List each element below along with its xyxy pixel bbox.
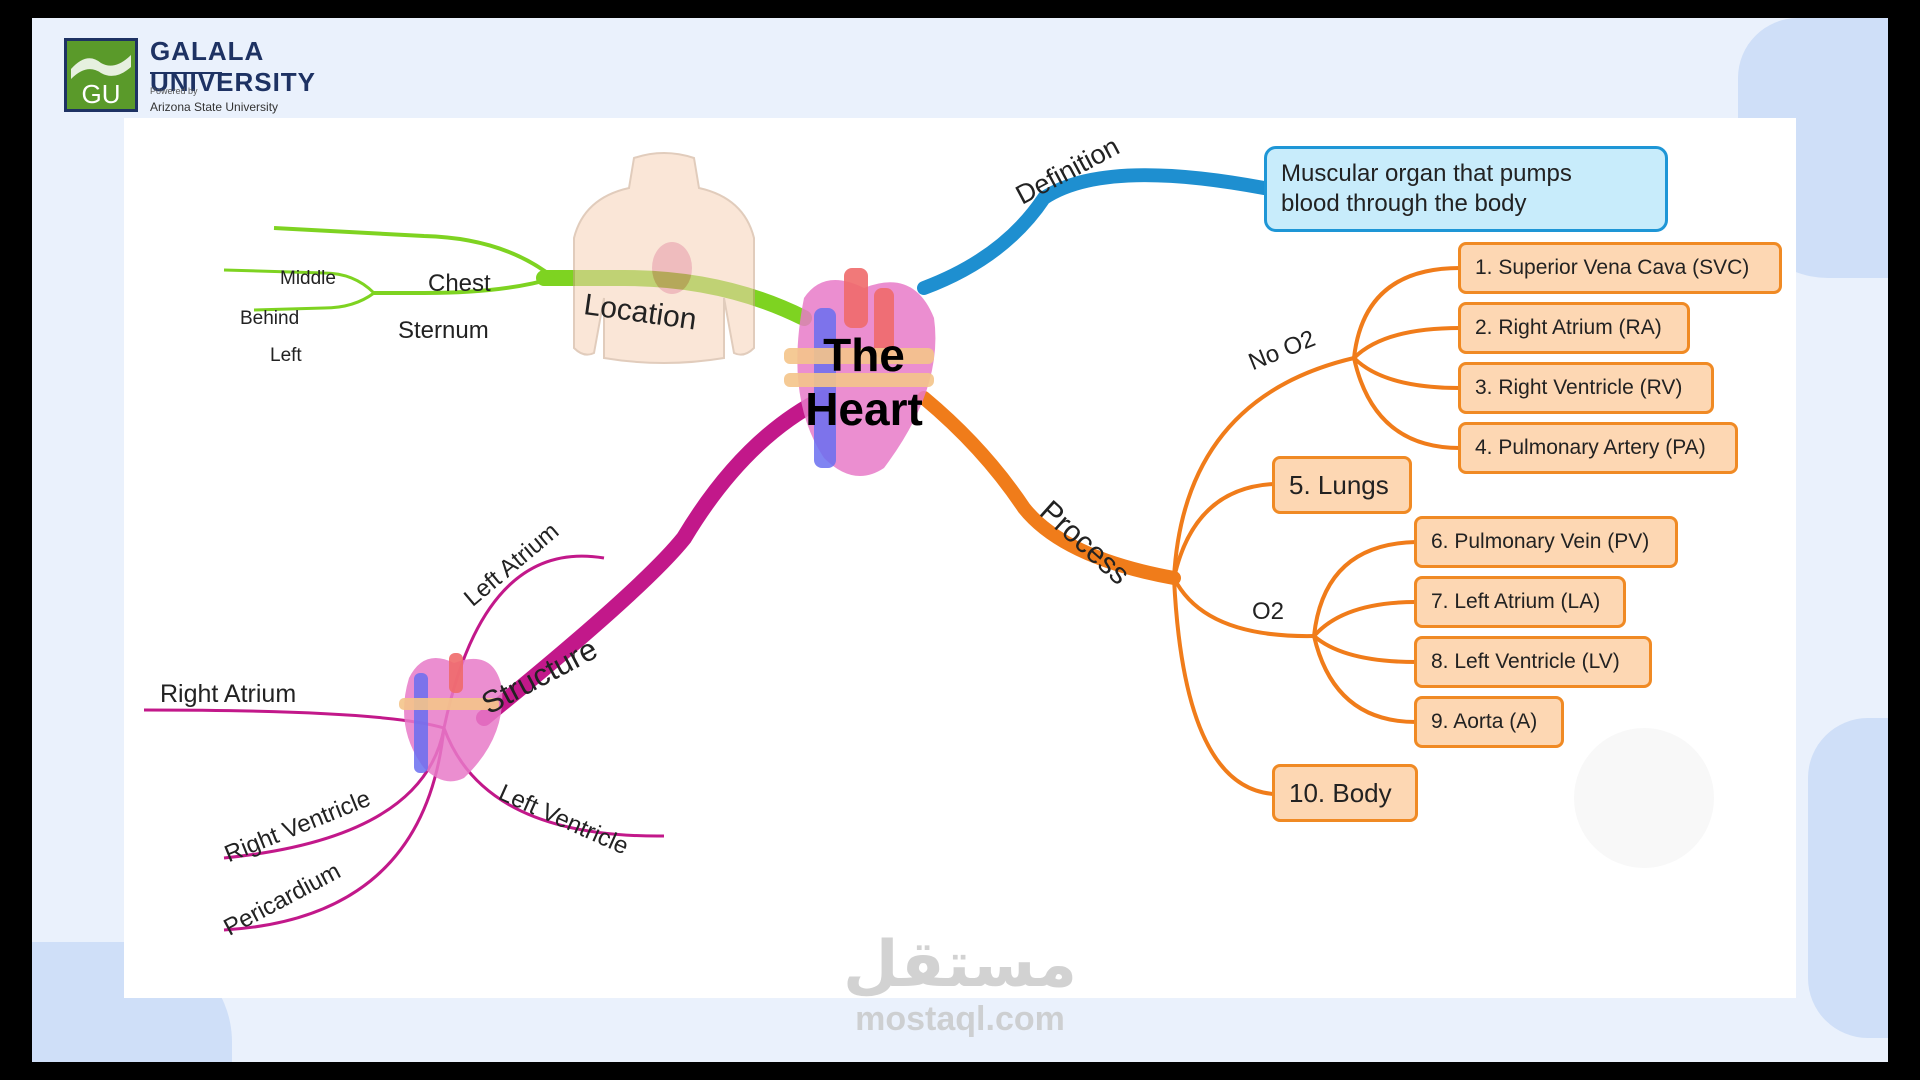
watermark-latin: mostaql.com: [855, 1000, 1065, 1038]
process-step-8: 8. Left Ventricle (LV): [1414, 636, 1652, 688]
decorative-blob-right: [1808, 718, 1888, 1038]
process-step-4: 4. Pulmonary Artery (PA): [1458, 422, 1738, 474]
university-name: GALALA UNIVERSITY: [150, 36, 317, 97]
process-step-3: 3. Right Ventricle (RV): [1458, 362, 1714, 414]
heart-illustration-structure: [399, 653, 503, 782]
process-branch-line: [917, 391, 1181, 585]
gu-emblem-icon: GU: [71, 55, 131, 109]
process-step-9: 9. Aorta (A): [1414, 696, 1564, 748]
heart-illustration-center: [784, 268, 936, 476]
structure-right-atrium-line: [143, 708, 445, 730]
process-step-10: 10. Body: [1272, 764, 1418, 822]
location-sternum-line: [374, 276, 555, 295]
process-pa-line: [1352, 357, 1461, 450]
process-step-7: 7. Left Atrium (LA): [1414, 576, 1626, 628]
process-rv-line: [1352, 356, 1461, 390]
process-o2-label: O2: [1252, 598, 1285, 625]
location-item-left: Left: [270, 345, 302, 366]
process-svc-line: [1352, 266, 1461, 359]
process-step-2: 2. Right Atrium (RA): [1458, 302, 1690, 354]
svg-text:GU: GU: [82, 79, 121, 109]
process-step-1: 1. Superior Vena Cava (SVC): [1458, 242, 1782, 294]
definition-text-line1: Muscular organ that pumps: [1281, 160, 1572, 187]
location-item-sternum: Sternum: [398, 317, 489, 344]
university-logo: GU GALALA UNIVERSITY Powered by Arizona …: [64, 36, 324, 118]
process-step-5: 5. Lungs: [1272, 456, 1412, 514]
watermark: مستقل mostaql.com: [760, 930, 1160, 1039]
process-body-line: [1172, 577, 1275, 796]
structure-item-right-atrium: Right Atrium: [160, 680, 297, 708]
watermark-ghost-circle: [1574, 728, 1714, 868]
process-lv-line: [1312, 634, 1417, 664]
location-behind-line: [223, 268, 376, 295]
location-left-line: [253, 291, 375, 312]
location-item-behind: Behind: [240, 308, 300, 329]
logo-divider: [150, 72, 222, 74]
process-no-o2-trunk: [1172, 356, 1355, 579]
structure-branch-line: [476, 390, 832, 726]
process-lungs-line: [1172, 482, 1275, 579]
process-step-6: 6. Pulmonary Vein (PV): [1414, 516, 1678, 568]
definition-box: Muscular organ that pumps blood through …: [1264, 146, 1668, 232]
process-ra-line: [1352, 326, 1461, 360]
central-topic-line2: Heart: [805, 383, 923, 435]
gu-emblem: GU: [64, 38, 138, 112]
central-topic-line1: The: [823, 329, 905, 381]
mind-map-connectors: [143, 152, 1714, 932]
location-item-chest: Chest: [428, 270, 491, 297]
partner-name: Arizona State University: [150, 100, 279, 114]
process-la-line: [1312, 600, 1417, 638]
watermark-arabic: مستقل: [842, 928, 1078, 1002]
process-pv-line: [1312, 540, 1417, 637]
torso-illustration: [573, 152, 755, 364]
central-topic: The Heart: [804, 328, 924, 436]
definition-branch-line: [917, 168, 1271, 295]
process-aorta-line: [1312, 635, 1417, 724]
definition-text-line2: blood through the body: [1281, 190, 1527, 217]
location-chest-line: [273, 226, 556, 280]
powered-by-label: Powered by: [150, 86, 198, 96]
mind-map-canvas: The Heart Definition Muscular organ that…: [124, 118, 1796, 998]
process-o2-trunk: [1172, 577, 1315, 639]
location-item-middle: Middle: [280, 268, 336, 289]
